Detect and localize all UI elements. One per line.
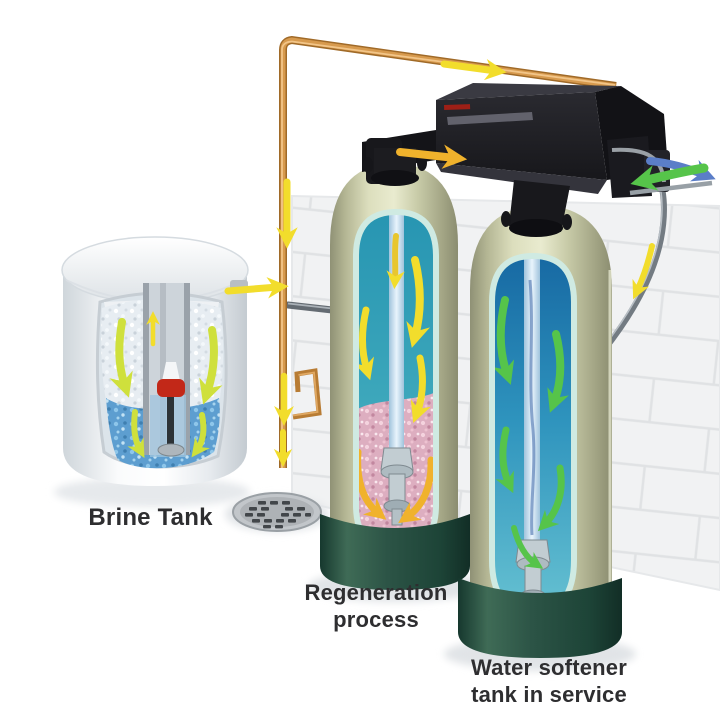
service-line-pipe (629, 180, 713, 196)
pipe-flow-arrows (224, 58, 716, 468)
service-neck-flange (509, 219, 563, 237)
valve-logo-mark (444, 104, 471, 110)
brine-tank-cutaway (95, 283, 228, 469)
brine-drain-pipe (279, 35, 617, 468)
drain-air-gap-loop (292, 368, 322, 420)
soft-water-outlet-arrow (646, 157, 716, 182)
regen-tank-base (320, 514, 470, 590)
float-red-band (157, 379, 185, 397)
regen-cutaway-interior (356, 212, 436, 550)
drain-line-arrow-top (440, 58, 507, 81)
valve-arm-arrow (396, 144, 468, 169)
service-tank-base (458, 578, 622, 658)
regeneration-process-label: Regeneration process (304, 580, 448, 632)
brine-tank (61, 236, 249, 486)
float-rod (167, 397, 174, 447)
flex-drain-arrow (632, 243, 655, 300)
riser-water-streak (528, 279, 536, 536)
brine-draw-arrow (224, 277, 289, 299)
service-tank (458, 205, 622, 658)
valve-pedestal (509, 180, 570, 232)
valve-front-face (436, 92, 607, 180)
control-valve (362, 83, 713, 237)
drain-grate-slots (245, 501, 311, 529)
valve-faceplate-stripe (447, 112, 533, 125)
brine-tank-flow-arrows (109, 311, 223, 459)
water-softener-service-label: Water softener tank in service (470, 655, 628, 707)
service-flow-arrows (492, 296, 569, 569)
regen-neck-fitting (363, 148, 427, 186)
float-cap (162, 362, 180, 381)
float-strainer (157, 443, 185, 457)
brine-well (143, 283, 190, 457)
service-cutaway-interior (492, 256, 574, 612)
hard-water-inlet-arrow (630, 163, 709, 191)
regeneration-tank (320, 163, 470, 590)
brine-tank-label: Brine Tank (88, 504, 213, 531)
floor-drain (232, 492, 322, 532)
valve-top-face (436, 83, 621, 100)
